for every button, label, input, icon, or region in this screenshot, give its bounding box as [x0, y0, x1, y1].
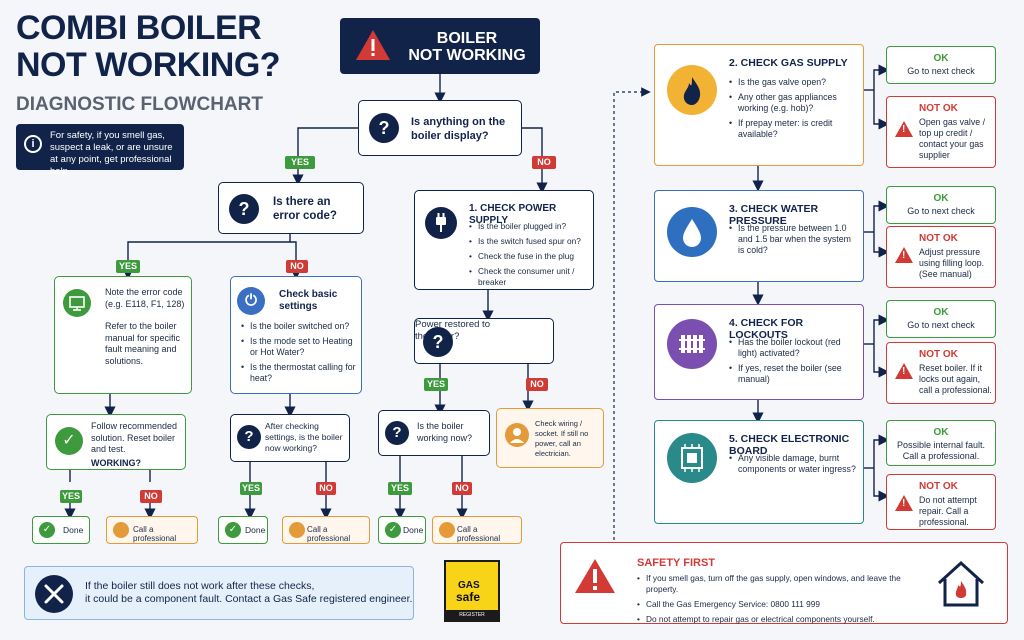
ok-box-lockout: OK Go to next check: [886, 300, 996, 338]
question-display: ? Is anything on the boiler display?: [358, 100, 522, 156]
bottom-note: If the boiler still does not work after …: [24, 566, 414, 620]
call-professional-box: Call a professional: [432, 516, 522, 544]
call-professional-box: Call a professional: [106, 516, 198, 544]
basic-settings-list: Is the boiler switched on? Is the mode s…: [241, 321, 359, 388]
note-error-box: Note the error code (e.g. E118, F1, 128)…: [54, 276, 192, 394]
done-box: ✓ Done: [218, 516, 268, 544]
ok-box-water: OK Go to next check: [886, 186, 996, 224]
check-wiring-box: Check wiring / socket. If still no power…: [496, 408, 604, 468]
water-drop-icon: [667, 207, 717, 257]
start-node: BOILER NOT WORKING: [340, 18, 540, 74]
engineer-icon: [289, 522, 305, 538]
check-water-pressure-card: 3. CHECK WATER PRESSURE Is the pressure …: [654, 190, 864, 282]
question-icon: ?: [385, 421, 409, 445]
warning-icon: [356, 30, 390, 60]
check-icon: ✓: [39, 522, 55, 538]
safety-first-box: SAFETY FIRST If you smell gas, turn off …: [560, 542, 1008, 625]
electronic-board-list: Any visible damage, burnt components or …: [729, 453, 859, 479]
warning-icon: [895, 495, 913, 511]
yes-tag: YES: [240, 482, 262, 495]
gas-safe-logo: GAS safe REGISTER: [444, 560, 500, 622]
warning-icon: [895, 247, 913, 263]
notok-box-lockout: NOT OK Reset boiler. If it locks out aga…: [886, 342, 996, 404]
check-icon: ✓: [225, 522, 241, 538]
check-icon: ✓: [55, 427, 83, 455]
monitor-icon: [63, 289, 91, 317]
question-power-restored: ? Power restored to the boiler?: [414, 318, 554, 364]
power-supply-list: Is the boiler plugged in? Is the switch …: [469, 221, 593, 292]
yes-tag: YES: [424, 378, 448, 391]
yes-tag: YES: [388, 482, 412, 495]
no-tag: NO: [316, 482, 336, 495]
info-icon: i: [24, 135, 42, 153]
safety-first-list: If you smell gas, turn off the gas suppl…: [637, 573, 917, 629]
plug-icon: [425, 207, 457, 239]
no-tag: NO: [140, 490, 162, 503]
lockouts-list: Has the boiler lockout (red light) activ…: [729, 337, 859, 389]
no-tag: NO: [532, 156, 556, 169]
warning-icon: [895, 363, 913, 379]
check-power-supply-box: 1. CHECK POWER SUPPLY Is the boiler plug…: [414, 190, 594, 290]
house-fire-icon: [937, 560, 985, 607]
gas-supply-list: Is the gas valve open? Any other gas app…: [729, 77, 859, 144]
ok-box-board: OK Possible internal fault. Call a profe…: [886, 420, 996, 466]
tools-icon: [35, 575, 73, 613]
question-icon: ?: [423, 327, 453, 357]
yes-tag: YES: [285, 156, 315, 169]
engineer-icon: [113, 522, 129, 538]
warning-icon: [895, 121, 913, 137]
flame-icon: [667, 65, 717, 115]
check-gas-supply-card: 2. CHECK GAS SUPPLY Is the gas valve ope…: [654, 44, 864, 166]
notok-box-gas: NOT OK Open gas valve / top up credit / …: [886, 96, 996, 168]
check-electronic-board-card: 5. CHECK ELECTRONIC BOARD Any visible da…: [654, 420, 864, 524]
safety-note: i For safety, if you smell gas, suspect …: [16, 124, 184, 177]
call-professional-box: Call a professional: [282, 516, 370, 544]
ok-box-gas: OK Go to next check: [886, 46, 996, 84]
check-lockouts-card: 4. CHECK FOR LOCKOUTS Has the boiler loc…: [654, 304, 864, 400]
no-tag: NO: [452, 482, 472, 495]
sub-title: DIAGNOSTIC FLOWCHART: [16, 94, 263, 115]
radiator-icon: [667, 319, 717, 369]
notok-box-board: NOT OK Do not attempt repair. Call a pro…: [886, 474, 996, 530]
question-error-code: ? Is there an error code?: [218, 182, 364, 234]
follow-solution-box: ✓ Follow recommended solution. Reset boi…: [46, 414, 186, 470]
yes-tag: YES: [116, 260, 140, 273]
check-icon: ✓: [385, 522, 401, 538]
no-tag: NO: [286, 260, 308, 273]
yes-tag: YES: [60, 490, 82, 503]
after-checking-box: ? After checking settings, is the boiler…: [230, 414, 350, 462]
question-boiler-working: ? Is the boiler working now?: [378, 410, 490, 456]
check-basic-settings-box: ⏻ Check basic settings Is the boiler swi…: [230, 276, 362, 394]
engineer-icon: [439, 522, 455, 538]
electrician-icon: [505, 423, 529, 447]
water-pressure-list: Is the pressure between 1.0 and 1.5 bar …: [729, 223, 859, 260]
warning-icon: [575, 559, 615, 593]
question-icon: ?: [369, 113, 399, 143]
question-icon: ?: [237, 425, 261, 449]
done-box: ✓ Done: [32, 516, 90, 544]
power-icon: ⏻: [237, 287, 265, 315]
main-title: COMBI BOILER NOT WORKING?: [16, 9, 281, 84]
no-tag: NO: [526, 378, 548, 391]
done-box: ✓ Done: [378, 516, 426, 544]
notok-box-water: NOT OK Adjust pressure using filling loo…: [886, 226, 996, 288]
circuit-board-icon: [667, 433, 717, 483]
question-icon: ?: [229, 194, 259, 224]
